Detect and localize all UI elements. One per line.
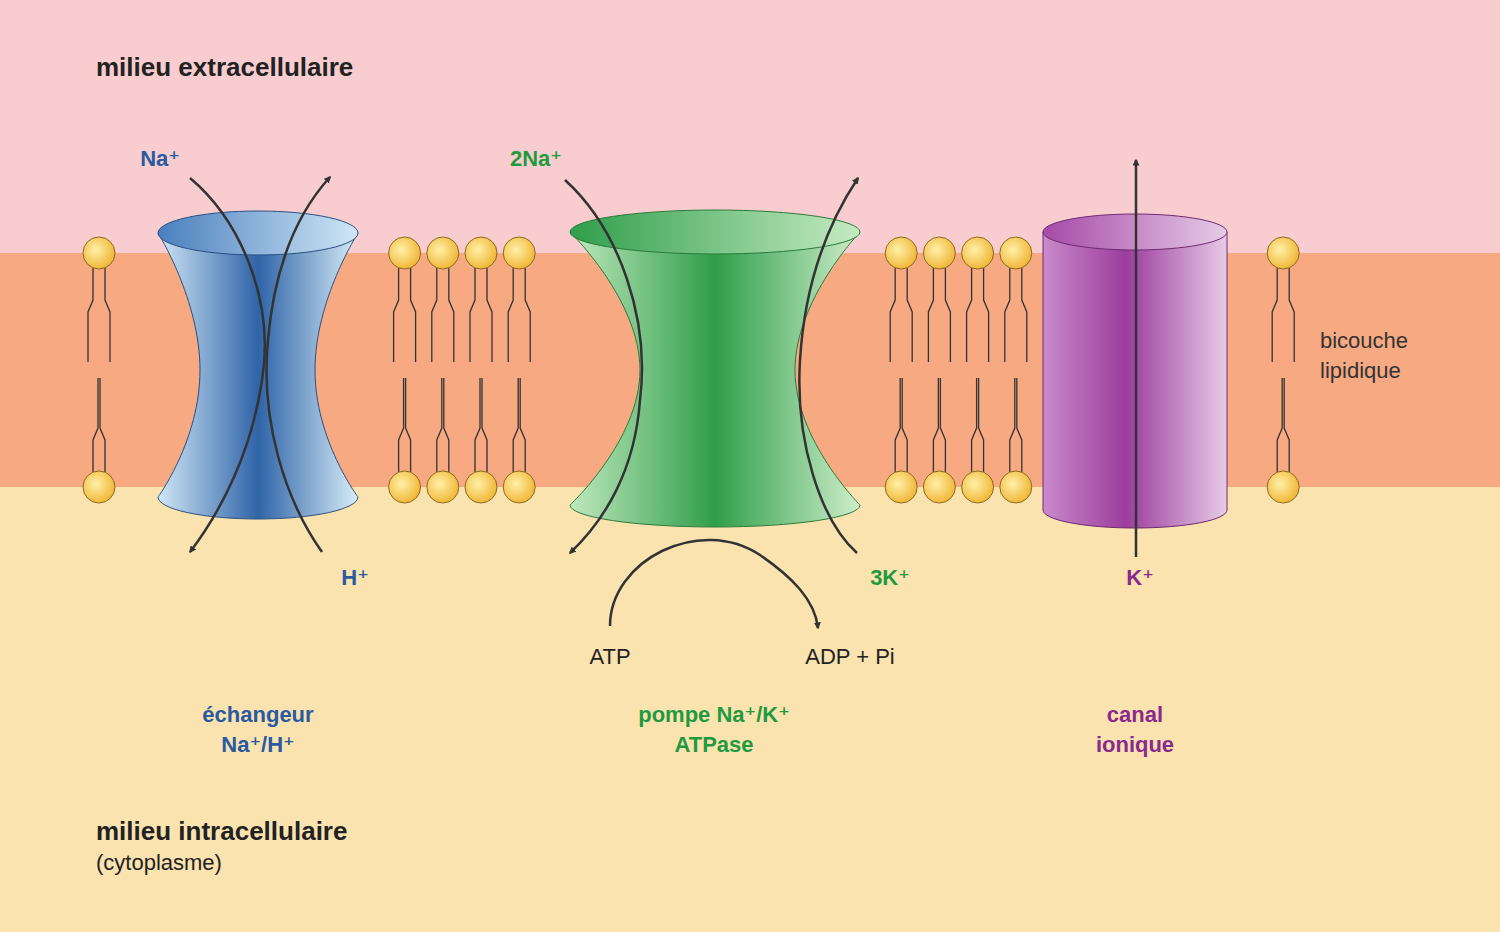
lipid-tail bbox=[1289, 268, 1294, 362]
lipid-tail bbox=[399, 378, 404, 472]
lipid-tail bbox=[984, 268, 989, 362]
ion-label-box: Na⁺ bbox=[140, 144, 180, 174]
lipid-tail bbox=[895, 378, 900, 472]
ion-label: Na⁺ bbox=[140, 144, 180, 174]
lipid-head bbox=[389, 237, 421, 269]
lipid-tail bbox=[105, 268, 110, 362]
lipid-tail bbox=[475, 378, 480, 472]
lipid-tail bbox=[907, 268, 912, 362]
ion-label: H⁺ bbox=[341, 563, 369, 593]
protein-name-box: pompe Na⁺/K⁺ ATPase bbox=[614, 700, 814, 761]
ion-label-box: H⁺ bbox=[341, 563, 369, 593]
lipid-tail bbox=[890, 268, 895, 362]
lipid-tail bbox=[967, 268, 972, 362]
exchanger-protein bbox=[158, 211, 358, 519]
lipid-head bbox=[1267, 471, 1299, 503]
lipid-head bbox=[885, 237, 917, 269]
lipid-tail bbox=[902, 378, 907, 472]
lipid-head bbox=[1000, 237, 1032, 269]
lipid-head bbox=[427, 237, 459, 269]
lipid-tail bbox=[1005, 268, 1010, 362]
ion-label-box: K⁺ bbox=[1126, 563, 1154, 593]
ion-label: 3K⁺ bbox=[870, 563, 910, 593]
protein-name-box: canal ionique bbox=[1080, 700, 1190, 761]
ion-label: K⁺ bbox=[1126, 563, 1154, 593]
lipid-tail bbox=[520, 378, 525, 472]
ion-label-box: 3K⁺ bbox=[870, 563, 910, 593]
pump-protein bbox=[570, 210, 860, 527]
lipid-tail bbox=[940, 378, 945, 472]
lipid-head bbox=[885, 471, 917, 503]
membrane-label-box: bicouche lipidique bbox=[1320, 326, 1450, 387]
lipid-head bbox=[962, 237, 994, 269]
molecule-label-box: ATP bbox=[589, 642, 630, 672]
ion-label-box: 2Na⁺ bbox=[510, 144, 562, 174]
lipid-tail bbox=[933, 378, 938, 472]
lipid-head bbox=[503, 471, 535, 503]
lipid-tail bbox=[928, 268, 933, 362]
lipid-tail bbox=[979, 378, 984, 472]
lipid-head bbox=[465, 237, 497, 269]
lipid-head bbox=[1267, 237, 1299, 269]
region-label: milieu intracellulaire bbox=[96, 814, 347, 850]
region-note-box: (cytoplasme) bbox=[96, 848, 222, 878]
lipid-tail bbox=[945, 268, 950, 362]
region-note: (cytoplasme) bbox=[96, 848, 222, 878]
region-label-box: milieu intracellulaire bbox=[96, 814, 347, 850]
lipid-tail bbox=[394, 268, 399, 362]
lipid-tail bbox=[437, 378, 442, 472]
na-out-arrow bbox=[565, 180, 642, 553]
lipid-tail bbox=[1272, 268, 1277, 362]
k-channel-arrow bbox=[1135, 160, 1138, 557]
lipid-tail bbox=[470, 268, 475, 362]
lipid-head bbox=[83, 237, 115, 269]
molecule-label: ADP + Pi bbox=[805, 642, 894, 672]
protein-name: canal ionique bbox=[1080, 700, 1190, 761]
lipid-head bbox=[923, 237, 955, 269]
molecule-label: ATP bbox=[589, 642, 630, 672]
lipid-head bbox=[923, 471, 955, 503]
lipid-tail bbox=[88, 268, 93, 362]
lipid-tail bbox=[487, 268, 492, 362]
lipid-tail bbox=[449, 268, 454, 362]
lipid-tail bbox=[482, 378, 487, 472]
intracellular-ground bbox=[0, 487, 1500, 932]
lipid-tail bbox=[1284, 378, 1289, 472]
lipid-head bbox=[427, 471, 459, 503]
region-label-box: milieu extracellulaire bbox=[96, 50, 353, 86]
lipid-tail bbox=[100, 378, 105, 472]
lipid-tail bbox=[1017, 378, 1022, 472]
lipid-tail bbox=[444, 378, 449, 472]
lipid-tail bbox=[411, 268, 416, 362]
lipid-head bbox=[83, 471, 115, 503]
lipid-tail bbox=[406, 378, 411, 472]
lipid-tail bbox=[93, 378, 98, 472]
lipid-tail bbox=[1277, 378, 1282, 472]
protein-name-box: échangeur Na⁺/H⁺ bbox=[188, 700, 328, 761]
lipid-tail bbox=[1022, 268, 1027, 362]
lipid-head bbox=[389, 471, 421, 503]
lipid-tail bbox=[972, 378, 977, 472]
membrane-label: bicouche lipidique bbox=[1320, 326, 1450, 387]
lipid-tail bbox=[432, 268, 437, 362]
lipid-tail bbox=[1010, 378, 1015, 472]
lipid-head bbox=[1000, 471, 1032, 503]
ion-label: 2Na⁺ bbox=[510, 144, 562, 174]
k-in-arrow bbox=[799, 178, 858, 553]
protein-name: pompe Na⁺/K⁺ ATPase bbox=[614, 700, 814, 761]
ion-arrows bbox=[190, 160, 1136, 628]
h-out-arrow bbox=[267, 177, 330, 552]
atp-arrow bbox=[610, 540, 818, 628]
lipid-tail bbox=[508, 268, 513, 362]
protein-name: échangeur Na⁺/H⁺ bbox=[188, 700, 328, 761]
lipid-tail bbox=[525, 268, 530, 362]
lipid-tail bbox=[513, 378, 518, 472]
na-in-arrow bbox=[190, 178, 265, 552]
lipid-head bbox=[503, 237, 535, 269]
lipid-head bbox=[465, 471, 497, 503]
lipid-head bbox=[962, 471, 994, 503]
molecule-label-box: ADP + Pi bbox=[805, 642, 894, 672]
region-label: milieu extracellulaire bbox=[96, 50, 353, 86]
